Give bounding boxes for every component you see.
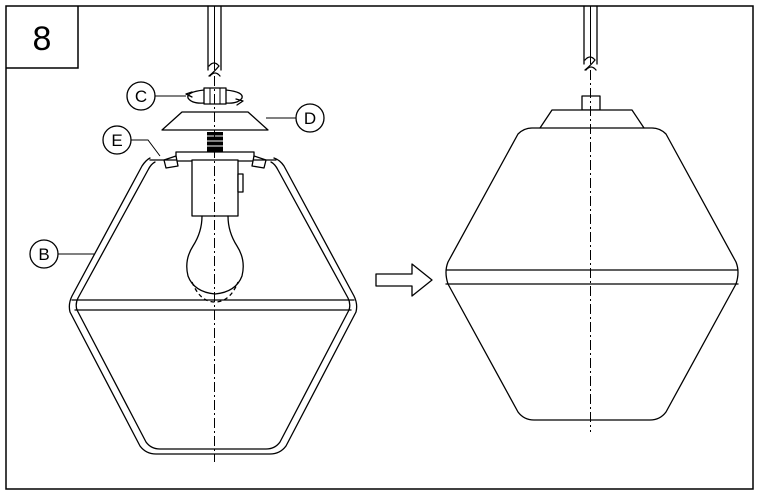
glass-shade [68, 157, 358, 455]
exploded-lamp [68, 5, 358, 462]
svg-text:D: D [304, 109, 316, 128]
light-bulb-icon [186, 215, 244, 303]
callout-c: C [126, 81, 186, 111]
cord-assembled [583, 5, 598, 71]
step-number: 8 [33, 20, 52, 58]
svg-text:C: C [135, 87, 147, 106]
assembled-lamp [445, 5, 739, 432]
svg-text:E: E [111, 131, 122, 150]
lamp-socket [191, 159, 244, 217]
callout-b: B [29, 239, 94, 269]
callout-e: E [102, 125, 161, 157]
cord [207, 5, 222, 77]
svg-text:B: B [38, 245, 49, 264]
glass-shade-assembled [445, 127, 739, 421]
diagram-frame [5, 5, 754, 490]
rotate-arrows-icon [185, 89, 244, 106]
canopy-assembled [539, 109, 645, 129]
right-arrow-icon [375, 263, 433, 297]
step-badge: 8 [6, 6, 79, 69]
threaded-tube [207, 132, 223, 152]
callout-d: D [266, 103, 325, 133]
